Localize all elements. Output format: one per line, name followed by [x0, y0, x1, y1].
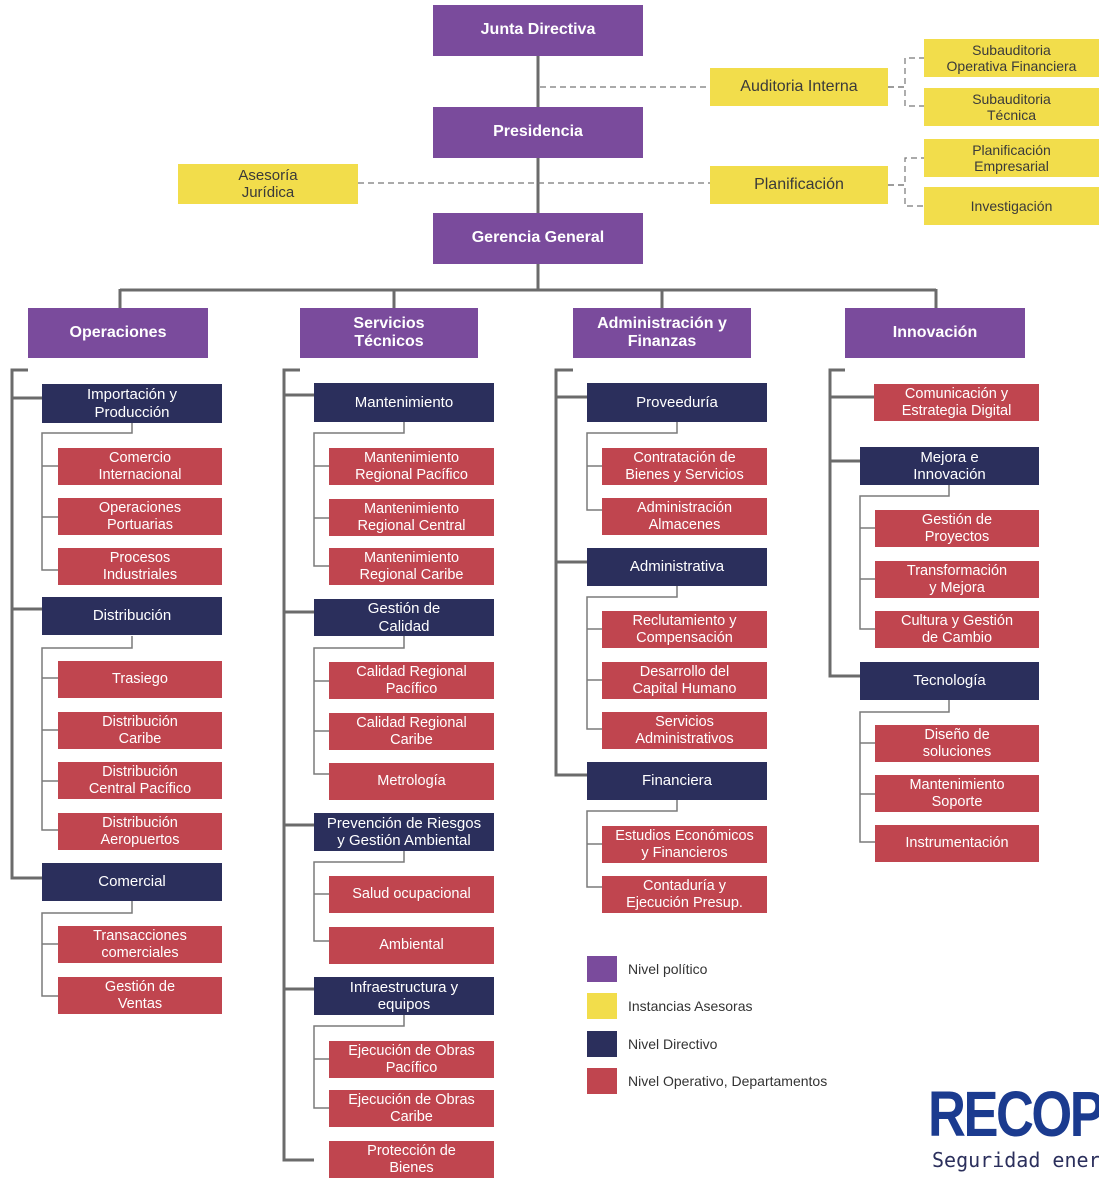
- transacciones-comerciales-box: Transacciones comerciales: [58, 926, 222, 963]
- mantenimiento-regional-central-box: Mantenimiento Regional Central: [329, 499, 494, 536]
- legend-swatch-operativo: [587, 1068, 617, 1094]
- procesos-industriales-box: Procesos Industriales: [58, 548, 222, 585]
- auditoria-interna-box: Auditoria Interna: [710, 68, 888, 106]
- administracion-finanzas-box: Administración y Finanzas: [573, 308, 751, 358]
- comercial-box: Comercial: [42, 863, 222, 901]
- gerencia-general-box: Gerencia General: [433, 213, 643, 264]
- estudios-economicos-box: Estudios Económicos y Financieros: [602, 826, 767, 863]
- importacion-produccion-box: Importación y Producción: [42, 384, 222, 423]
- distribucion-central-pacifico-box: Distribución Central Pacífico: [58, 762, 222, 799]
- recope-logo: RECOP Seguridad energ: [928, 1082, 1099, 1178]
- mejora-innovacion-box: Mejora e Innovación: [860, 447, 1039, 485]
- distribucion-caribe-box: Distribución Caribe: [58, 712, 222, 749]
- ambiental-box: Ambiental: [329, 927, 494, 964]
- legend-label-politico: Nivel político: [628, 961, 708, 977]
- administrativa-box: Administrativa: [587, 548, 767, 586]
- legend-label-directivo: Nivel Directivo: [628, 1036, 718, 1052]
- legend-swatch-asesoras: [587, 993, 617, 1019]
- legend-swatch-politico: [587, 956, 617, 982]
- mantenimiento-soporte-box: Mantenimiento Soporte: [875, 775, 1039, 812]
- desarrollo-capital-humano-box: Desarrollo del Capital Humano: [602, 662, 767, 699]
- junta-directiva-box: Junta Directiva: [433, 5, 643, 56]
- ejecucion-obras-pacifico-box: Ejecución de Obras Pacífico: [329, 1041, 494, 1078]
- contaduria-ejecucion-box: Contaduría y Ejecución Presup.: [602, 876, 767, 913]
- gestion-proyectos-box: Gestión de Proyectos: [875, 510, 1039, 547]
- asesoria-juridica-box: Asesoría Jurídica: [178, 164, 358, 204]
- proveeduria-box: Proveeduría: [587, 383, 767, 422]
- proteccion-bienes-box: Protección de Bienes: [329, 1141, 494, 1178]
- mantenimiento-box: Mantenimiento: [314, 383, 494, 422]
- operaciones-box: Operaciones: [28, 308, 208, 358]
- administracion-almacenes-box: Administración Almacenes: [602, 498, 767, 535]
- comunicacion-estrategia-box: Comunicación y Estrategia Digital: [874, 384, 1039, 421]
- salud-ocupacional-box: Salud ocupacional: [329, 876, 494, 913]
- distribucion-aeropuertos-box: Distribución Aeropuertos: [58, 813, 222, 850]
- planificacion-empresarial-box: Planificación Empresarial: [924, 139, 1099, 177]
- subauditoria-financiera-box: Subauditoria Operativa Financiera: [924, 39, 1099, 77]
- logo-wordmark: RECOP: [928, 1082, 1099, 1150]
- servicios-tecnicos-box: Servicios Técnicos: [300, 308, 478, 358]
- gestion-ventas-box: Gestión de Ventas: [58, 977, 222, 1014]
- diseno-soluciones-box: Diseño de soluciones: [875, 725, 1039, 762]
- mantenimiento-regional-caribe-box: Mantenimiento Regional Caribe: [329, 548, 494, 585]
- calidad-regional-pacifico-box: Calidad Regional Pacífico: [329, 662, 494, 699]
- innovacion-box: Innovación: [845, 308, 1025, 358]
- metrologia-box: Metrología: [329, 763, 494, 800]
- transformacion-mejora-box: Transformación y Mejora: [875, 561, 1039, 598]
- distribucion-box: Distribución: [42, 597, 222, 635]
- comercio-internacional-box: Comercio Internacional: [58, 448, 222, 485]
- trasiego-box: Trasiego: [58, 661, 222, 698]
- legend-swatch-directivo: [587, 1031, 617, 1057]
- legend-label-operativo: Nivel Operativo, Departamentos: [628, 1073, 828, 1089]
- presidencia-box: Presidencia: [433, 107, 643, 158]
- calidad-regional-caribe-box: Calidad Regional Caribe: [329, 713, 494, 750]
- financiera-box: Financiera: [587, 762, 767, 800]
- ejecucion-obras-caribe-box: Ejecución de Obras Caribe: [329, 1090, 494, 1127]
- subauditoria-tecnica-box: Subauditoria Técnica: [924, 88, 1099, 126]
- reclutamiento-compensacion-box: Reclutamiento y Compensación: [602, 611, 767, 648]
- planificacion-box: Planificación: [710, 166, 888, 204]
- cultura-gestion-cambio-box: Cultura y Gestión de Cambio: [875, 611, 1039, 648]
- instrumentacion-box: Instrumentación: [875, 825, 1039, 862]
- infraestructura-equipos-box: Infraestructura y equipos: [314, 977, 494, 1015]
- investigacion-box: Investigación: [924, 187, 1099, 225]
- servicios-administrativos-box: Servicios Administrativos: [602, 712, 767, 749]
- contratacion-bienes-servicios-box: Contratación de Bienes y Servicios: [602, 448, 767, 485]
- legend-label-asesoras: Instancias Asesoras: [628, 998, 753, 1014]
- operaciones-portuarias-box: Operaciones Portuarias: [58, 498, 222, 535]
- gestion-calidad-box: Gestión de Calidad: [314, 599, 494, 636]
- prevencion-riesgos-box: Prevención de Riesgos y Gestión Ambienta…: [314, 813, 494, 851]
- mantenimiento-regional-pacifico-box: Mantenimiento Regional Pacífico: [329, 448, 494, 485]
- logo-tagline: Seguridad energ: [932, 1148, 1099, 1172]
- tecnologia-box: Tecnología: [860, 662, 1039, 700]
